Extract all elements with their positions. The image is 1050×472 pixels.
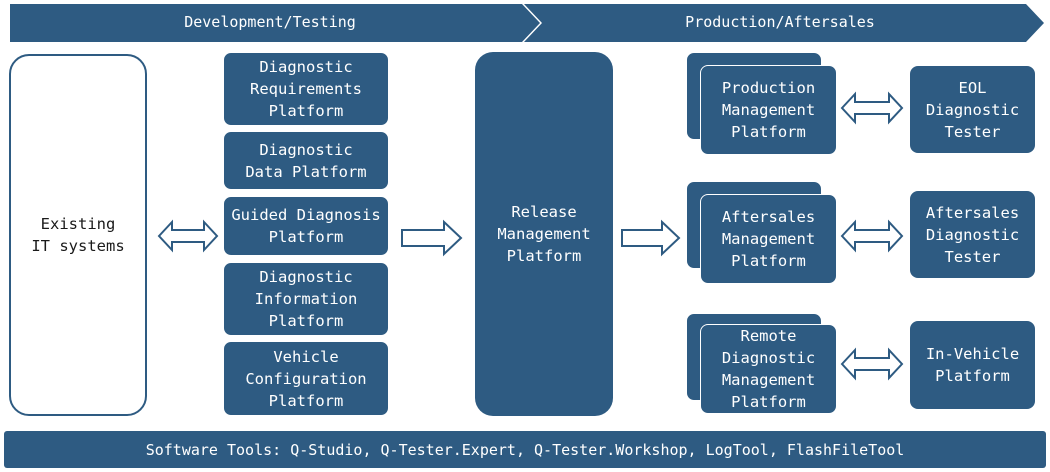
double-arrow-in-vehicle <box>840 347 904 381</box>
existing-it-systems-box: Existing IT systems <box>9 54 147 416</box>
guided-diagnosis-platform: Guided Diagnosis Platform <box>223 196 389 256</box>
phase-label-production: Production/Aftersales <box>685 13 875 31</box>
remote-diagnostic-management-platform: Remote Diagnostic Management Platform <box>700 324 837 414</box>
eol-diagnostic-tester: EOL Diagnostic Tester <box>910 66 1035 153</box>
release-management-platform: Release Management Platform <box>475 52 613 416</box>
software-tools-bar: Software Tools: Q-Studio, Q-Tester.Exper… <box>4 431 1046 468</box>
diagnostic-requirements-platform: Diagnostic Requirements Platform <box>223 52 389 126</box>
phase-label-development: Development/Testing <box>184 13 356 31</box>
production-management-platform: Production Management Platform <box>700 65 837 155</box>
double-arrow-existing <box>157 219 219 253</box>
diagnostic-data-platform: Diagnostic Data Platform <box>223 131 389 190</box>
aftersales-diagnostic-tester: Aftersales Diagnostic Tester <box>910 191 1035 278</box>
phase-chevron-development <box>10 4 540 42</box>
vehicle-configuration-platform: Vehicle Configuration Platform <box>223 341 389 416</box>
phase-chevron-production <box>524 4 1044 42</box>
in-vehicle-platform: In-Vehicle Platform <box>910 321 1035 409</box>
aftersales-management-platform: Aftersales Management Platform <box>700 194 837 284</box>
right-arrow-from-release <box>621 219 681 257</box>
double-arrow-eol <box>840 91 904 125</box>
diagnostic-information-platform: Diagnostic Information Platform <box>223 262 389 336</box>
right-arrow-to-release <box>401 219 463 257</box>
double-arrow-aftersales <box>840 219 904 253</box>
